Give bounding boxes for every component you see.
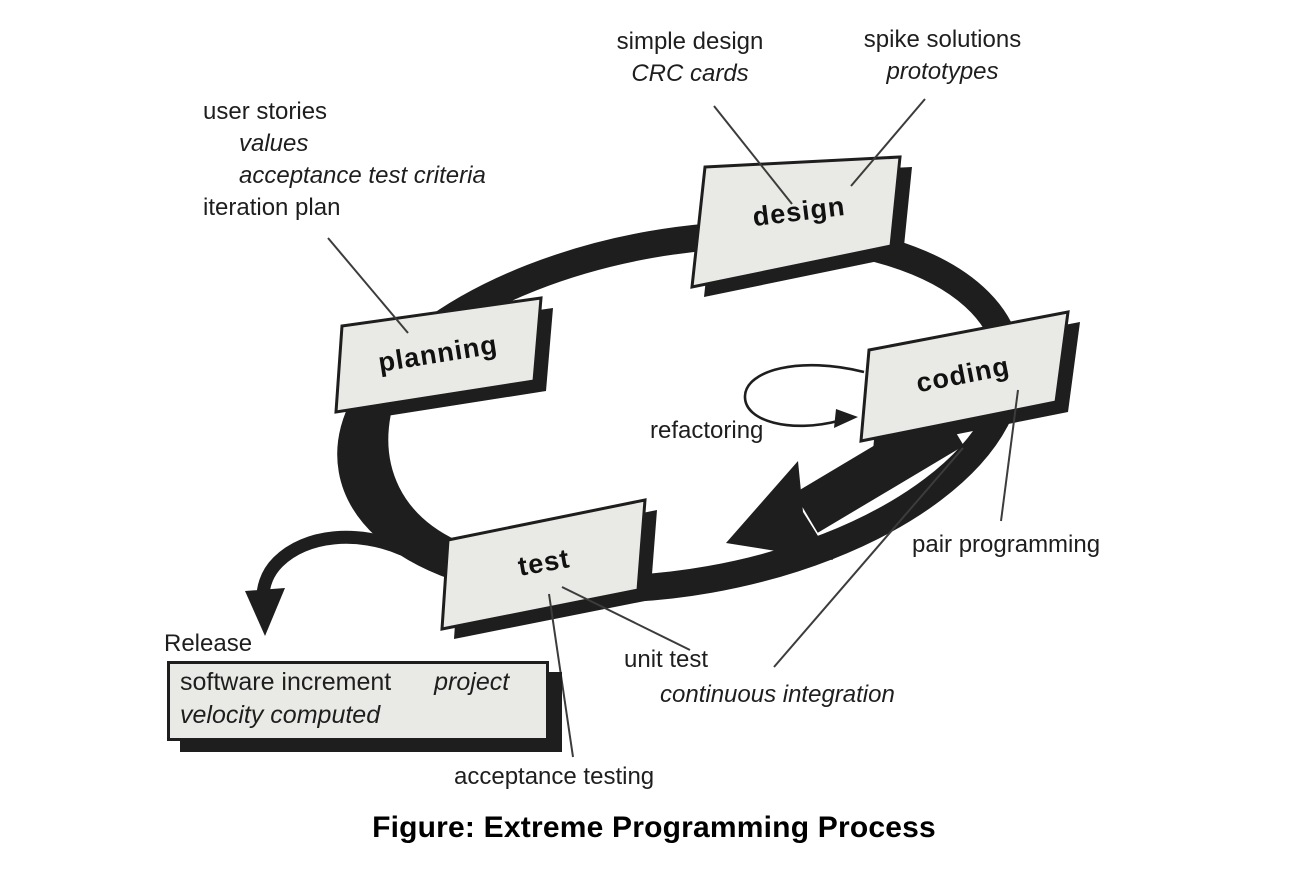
acceptance-testing-label: acceptance testing xyxy=(454,763,655,790)
flow-arrow-shaft xyxy=(794,406,964,533)
unit-test-annotation: unit test continuous integration xyxy=(624,642,895,712)
cycle-left-segment xyxy=(354,408,458,572)
spike-solutions-annotation: spike solutions prototypes xyxy=(845,24,1040,88)
figure-caption: Figure: Extreme Programming Process xyxy=(372,811,936,844)
software-increment-label: software increment xyxy=(180,668,392,696)
prototypes-label: prototypes xyxy=(886,58,999,85)
pair-programming-label: pair programming xyxy=(912,531,1101,558)
test-box-shape xyxy=(440,498,647,631)
leader-spike-solutions-to-design xyxy=(850,98,926,187)
simple-design-label: simple design xyxy=(616,28,764,55)
leader-iteration-plan-to-planning xyxy=(327,237,409,334)
refactoring-loop-arrow xyxy=(743,363,865,428)
refactoring-loop-arrowhead xyxy=(834,409,858,428)
leader-test-to-unit-test xyxy=(561,586,691,651)
values-label: values xyxy=(239,130,309,157)
refactoring-label: refactoring xyxy=(650,417,764,444)
software-increment-box: software increment project velocity comp… xyxy=(167,661,549,741)
acceptance-test-criteria-label: acceptance test criteria xyxy=(239,162,486,189)
simple-design-annotation: simple design CRC cards xyxy=(595,26,785,90)
iteration-plan-label: iteration plan xyxy=(203,194,341,221)
leader-coding-to-continuous-integration xyxy=(773,447,964,668)
continuous-integration-label: continuous integration xyxy=(660,681,895,708)
release-arrow xyxy=(256,530,409,610)
release-arrowhead xyxy=(245,588,285,636)
unit-test-label: unit test xyxy=(624,646,709,673)
planning-inputs-annotation: user stories values acceptance test crit… xyxy=(203,96,486,224)
flow-arrowhead xyxy=(726,461,833,560)
user-stories-label: user stories xyxy=(203,98,328,125)
crc-cards-label: CRC cards xyxy=(631,60,749,87)
leader-coding-to-pair-programming xyxy=(1000,389,1019,522)
design-box-shape xyxy=(690,155,902,289)
release-label: Release xyxy=(164,630,253,657)
spike-solutions-label: spike solutions xyxy=(863,26,1022,53)
leader-test-to-acceptance-testing xyxy=(548,593,574,758)
planning-box-shape xyxy=(334,296,543,414)
leader-simple-design-to-design xyxy=(713,105,793,205)
project-velocity-label: project velocity computed xyxy=(180,668,510,729)
